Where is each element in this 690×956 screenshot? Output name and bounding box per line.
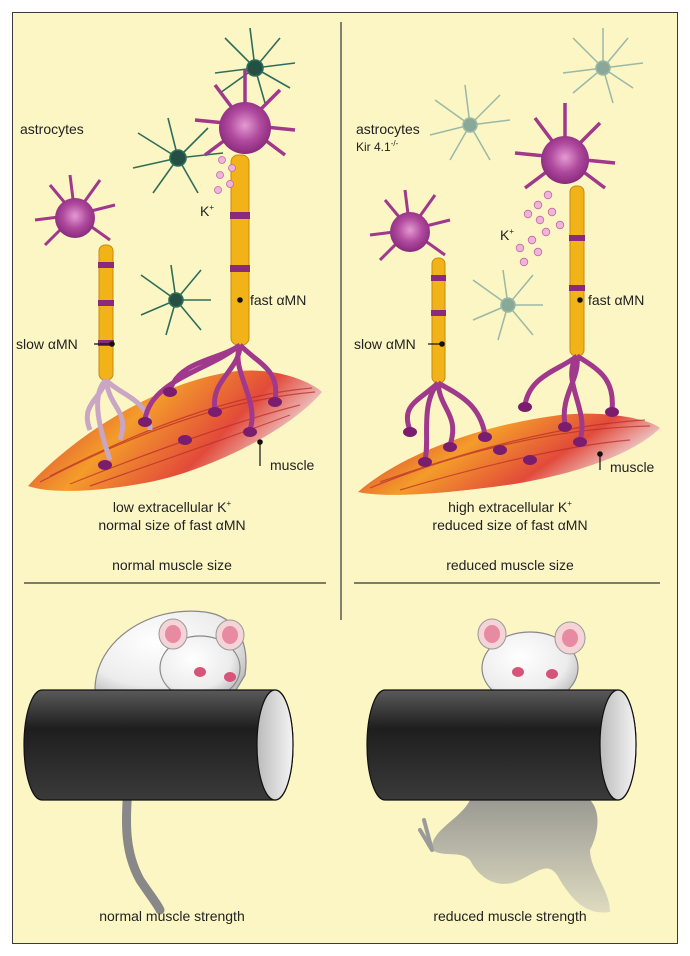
left-astrocyte-lower — [140, 264, 211, 336]
left-fast-motor-neuron — [98, 70, 296, 470]
left-caption-line2: normal size of fast αMN — [98, 517, 245, 533]
left-fast-label: fast αMN — [250, 292, 306, 308]
right-muscle-label: muscle — [610, 459, 655, 475]
left-astrocyte-top — [214, 27, 296, 104]
left-potassium-ions — [214, 156, 236, 194]
right-strength-label: reduced muscle strength — [433, 908, 586, 924]
left-slow-pointer-dot — [109, 341, 115, 347]
right-mouse-shadow — [418, 800, 610, 913]
left-astrocyte-middle — [132, 117, 224, 194]
right-kir-label: Kir 4.1-/- — [356, 139, 399, 154]
left-muscle-pointer-dot — [257, 439, 263, 445]
right-astrocyte-lower — [472, 269, 543, 341]
right-caption-line2: reduced size of fast αMN — [432, 517, 587, 533]
right-astrocytes-label: astrocytes — [356, 121, 420, 137]
left-slow-label: slow αMN — [16, 336, 78, 352]
left-mouse — [94, 610, 251, 719]
right-mouse — [444, 618, 586, 719]
right-slow-pointer-dot — [439, 341, 445, 347]
left-bar — [23, 689, 294, 801]
left-muscle-label: muscle — [270, 457, 315, 473]
left-caption-line1: low extracellular K+ — [113, 499, 232, 515]
right-slow-label: slow αMN — [354, 336, 416, 352]
right-astrocyte-middle — [429, 84, 511, 161]
left-astrocytes-label: astrocytes — [20, 121, 84, 137]
right-fast-label: fast αMN — [588, 292, 644, 308]
left-k-label: K+ — [200, 203, 214, 219]
right-caption-line1: high extracellular K+ — [448, 499, 572, 515]
left-strength-label: normal muscle strength — [99, 908, 245, 924]
right-astrocyte-top — [562, 28, 644, 104]
right-muscle — [358, 413, 660, 495]
right-bar — [366, 689, 637, 801]
right-fast-motor-neuron — [493, 103, 619, 465]
left-caption-line3: normal muscle size — [112, 557, 232, 573]
right-caption-line3: reduced muscle size — [446, 557, 574, 573]
left-fast-pointer-dot — [237, 297, 243, 303]
left-slow-motor-neuron — [34, 174, 153, 461]
right-slow-motor-neuron — [369, 189, 492, 467]
right-fast-pointer-dot — [577, 297, 583, 303]
right-muscle-pointer-dot — [597, 451, 603, 457]
right-k-label: K+ — [500, 227, 514, 243]
right-potassium-ions — [515, 190, 565, 267]
